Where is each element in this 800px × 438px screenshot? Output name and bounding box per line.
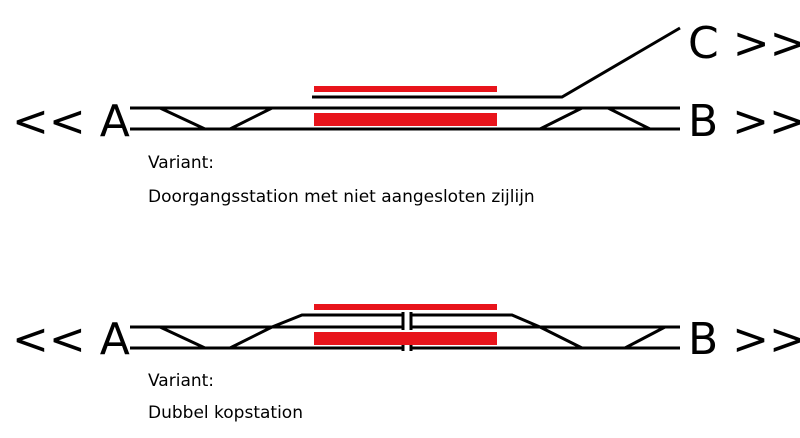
diagram-2-crossover-right-1 (539, 325, 583, 350)
diagram-2: << A B >> Variant: Dubbel kopstation (12, 304, 800, 423)
diagram-1-label-b: B >> (688, 96, 800, 147)
diagram-2-stub-right (411, 313, 541, 329)
diagram-1-crossover-right-2 (607, 106, 651, 131)
diagram-1-platform-top (314, 86, 497, 92)
diagram-2-platform-middle (314, 332, 497, 345)
diagram-1: << A B >> C >> Variant: Doorgangsstation… (12, 18, 800, 207)
diagram-2-caption-description: Dubbel kopstation (148, 403, 303, 423)
diagram-1-crossover-left-2 (229, 106, 273, 131)
diagram-2-platform-top (314, 304, 497, 310)
diagram-2-crossover-right-2 (624, 325, 666, 350)
diagram-1-label-a: << A (12, 96, 130, 147)
diagram-1-caption-variant: Variant: (148, 153, 214, 173)
diagram-1-crossover-right-1 (539, 106, 583, 131)
diagram-1-crossover-left-1 (159, 106, 206, 131)
diagram-2-caption-variant: Variant: (148, 371, 214, 391)
diagram-1-caption-description: Doorgangsstation met niet aangesloten zi… (148, 187, 535, 207)
diagram-2-label-b: B >> (688, 314, 800, 365)
diagram-1-sidetrack-c (312, 26, 681, 99)
diagram-2-crossover-left-2 (229, 325, 273, 350)
diagram-1-label-c: C >> (688, 18, 800, 69)
diagram-2-stub-left (271, 313, 403, 329)
diagram-1-platform-middle (314, 113, 497, 126)
diagram-2-label-a: << A (12, 314, 130, 365)
diagram-2-crossover-left-1 (159, 325, 206, 350)
